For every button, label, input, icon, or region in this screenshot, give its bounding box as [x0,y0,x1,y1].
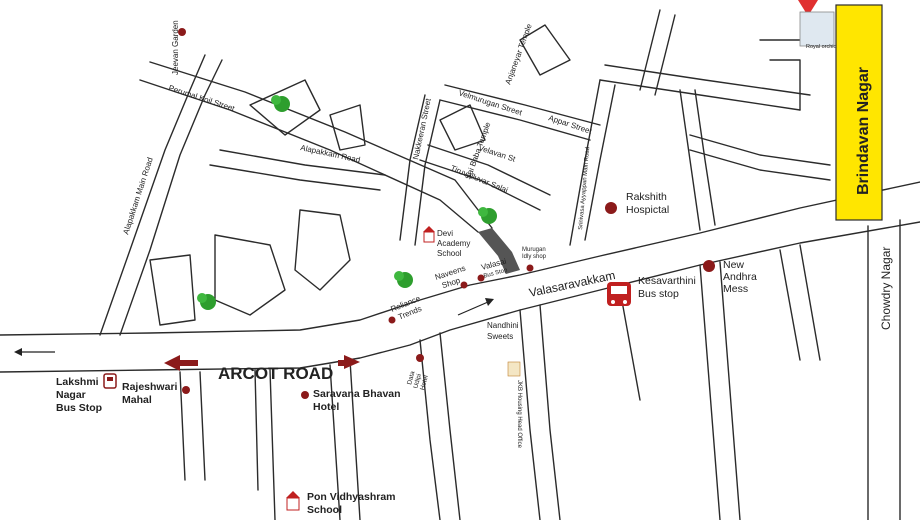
label-rajeshwari-mahal: Rajeshwari Mahal [122,381,180,406]
marker-murugan-idly-shop [526,264,534,272]
bus-icon [607,282,631,306]
marker-valasai-bus-stop [477,274,485,282]
road-label-valasaravakkam: Valasaravakkam [528,268,617,300]
label-lakshmi-line2: Nagar [56,389,86,401]
label-devi-line1: Devi [437,229,453,238]
label-murugan-line2: Idly shop [522,254,547,260]
road-label-jeevan-garden: Jeevan Garden [171,20,180,75]
marker-saravana-bhavan [301,391,309,399]
label-rajeshwari-line1: Rajeshwari [122,381,178,393]
label-rajeshwari-line2: Mahal [122,394,152,406]
label-udipi-line2: Udipi [412,373,423,389]
direction-arrow-right-thin [457,298,494,316]
label-devi-academy: Devi Academy School [437,229,473,258]
marker-rakshith-hospital [605,202,617,214]
direction-arrow-left-thin [14,348,55,356]
label-new-andhra-mess: New Andhra Mess [723,259,760,295]
label-udipi-line1: Data [406,370,416,385]
road-label-alapakkam-main-road: Alapakkam Main Road [121,156,154,235]
bus-icon [103,373,117,389]
label-pon-line2: School [307,504,342,516]
label-kesavarthini-line2: Bus stop [638,288,679,300]
marker-new-andhra-mess [703,260,715,272]
royal-orchid-thumbnail [799,11,835,47]
label-pon-vidhyashram: Pon Vidhyashram School [307,491,398,516]
label-nandhini-line1: Nandhini [487,321,519,330]
road-label-alapakkam-road: Alapakkam Road [300,143,361,164]
label-pon-line1: Pon Vidhyashram [307,491,396,503]
label-andhra-line3: Mess [723,283,748,295]
school-icon [423,226,435,243]
label-saravana-line2: Hotel [313,401,339,413]
label-murugan-idly-shop: Murugan Idly shop [522,247,547,260]
road-label-nakkeeran-street: Nakkeeran Street [411,97,433,161]
marker-jeevan-garden [178,28,186,36]
marker-reliance-trends [388,316,396,324]
label-kesavarthini-bus-stop: Kesavarthini Bus stop [638,275,699,300]
label-lakshmi-nagar-bus-stop: Lakshmi Nagar Bus Stop [56,376,102,414]
direction-arrow-right-red [338,355,360,369]
marker-rajeshwari-mahal [182,386,190,394]
label-rakshith-hospital: Rakshith Hospictal [626,191,670,216]
connector-road-valasai [478,228,520,274]
brindavan-nagar-road-highlight [835,4,883,221]
road-label-brindavan-nagar: Brindavan Nagar [855,67,872,195]
road-label-anjaneyar-temple: Anjaneyar Temple [503,22,533,86]
label-lakshmi-line1: Lakshmi [56,376,99,388]
label-devi-line2: Academy [437,239,470,248]
label-saravana-line1: Saravana Bhavan [313,388,401,400]
location-pin-icon [798,0,818,16]
marker-naveens-shop [460,281,468,289]
road-label-perumal-koil-street: Perumal Koil Street [167,83,236,113]
label-andhra-line1: New [723,259,744,271]
chowdry-nagar-road [867,219,901,521]
label-data-udipi-hotel: Data Udipi Hotel [406,369,431,391]
road-label-arcot-road: ARCOT ROAD [218,364,333,383]
main-road-arcot [0,181,920,373]
label-andhra-line2: Andhra [723,271,757,283]
street-network [99,9,831,521]
direction-arrow-left-red [164,355,198,371]
tree-icon [478,207,497,224]
tree-icon [394,271,413,288]
label-rakshith-line1: Rakshith [626,191,667,203]
label-nandhini-line2: Sweets [487,332,513,341]
road-label-chowdry-nagar: Chowdry Nagar [879,247,893,330]
label-kesavarthini-line1: Kesavarthini [638,275,696,287]
label-devi-line3: School [437,249,462,258]
school-icon [286,491,300,511]
label-udipi-line3: Hotel [419,374,430,391]
label-royal-orchid: Royal orchid [806,44,837,50]
label-nandhini-sweets: Nandhini Sweets [487,321,521,341]
road-label-tiruvalluvar-salai: Tiruvalluvar Salai [449,164,509,195]
label-jkb-housing: JKB Housing Head Office [516,380,522,449]
label-murugan-line1: Murugan [522,247,546,253]
label-saravana-bhavan: Saravana Bhavan Hotel [313,388,403,413]
jkb-housing-logo [507,361,521,377]
label-lakshmi-line3: Bus Stop [56,402,102,414]
label-rakshith-line2: Hospictal [626,204,669,216]
marker-data-udipi-hotel [416,354,424,362]
tree-icon [197,293,216,310]
tree-icon [271,95,290,112]
